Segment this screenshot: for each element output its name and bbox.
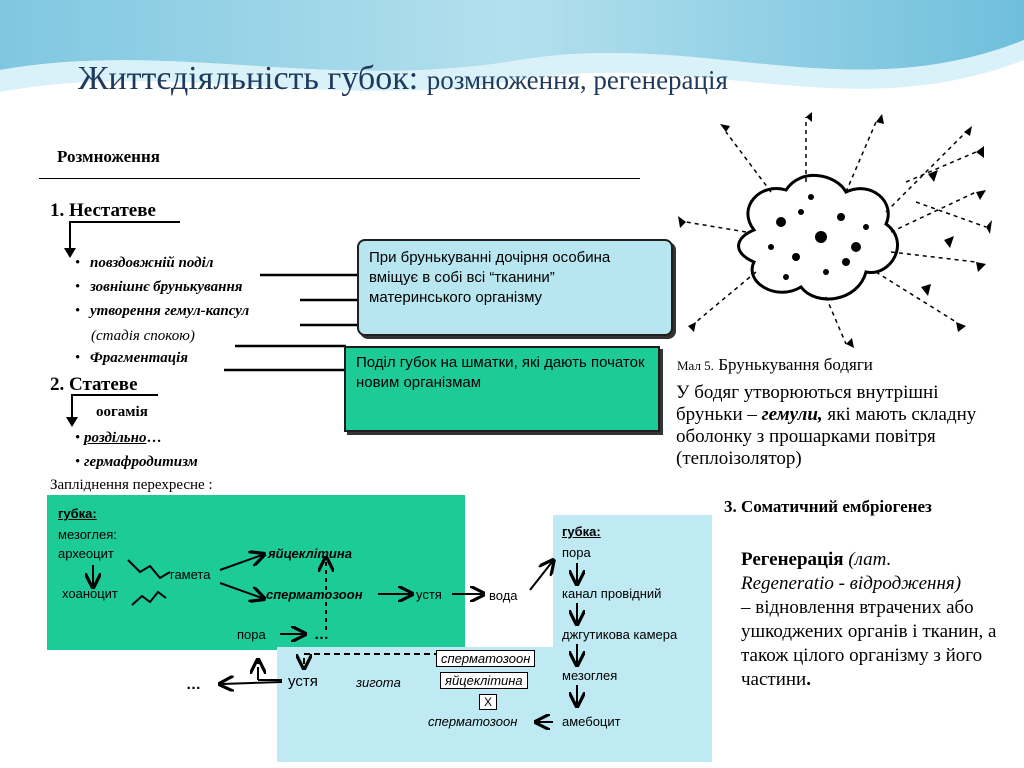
scheme-dots-2: … [186, 676, 201, 693]
scheme-egg: яйцеклітина [268, 546, 352, 561]
scheme-pore: пора [237, 627, 266, 642]
slide-title: Життєдіяльність губок: розмноження, реге… [78, 60, 728, 98]
fragmentation-callout: Поділ губок на шматки, які дають початок… [344, 346, 660, 432]
scheme-pore-2: пора [562, 545, 591, 560]
scheme-sponge-2: губка: [562, 524, 601, 539]
scheme-mouth: устя [416, 587, 442, 602]
regeneration-definition: Регенерація (лат. Regeneratio - відродже… [741, 549, 997, 690]
title-main: Життєдіяльність губок: [78, 60, 419, 97]
asexual-item-3: • утворення гемул-капсул [75, 303, 250, 319]
rest-stage-note: (стадія спокою) [91, 328, 195, 344]
sponge-budding-illustration [676, 112, 992, 348]
figure-caption-text: Брунькування бодяги [718, 355, 873, 374]
asexual-item-1: • повздовжній поділ [75, 255, 214, 271]
scheme-green-panel [47, 495, 465, 650]
scheme-sperm-3: сперматозоон [428, 714, 518, 729]
scheme-mesoglea: мезоглея: [58, 527, 117, 542]
sexual-item-2: • гермафродитизм [75, 454, 198, 470]
scheme-mouth-2: устя [288, 673, 318, 690]
sexual-item-1: • роздільно… [75, 430, 162, 446]
scheme-chamber: джгутикова камера [562, 627, 678, 642]
scheme-zygote: зиготa [356, 675, 401, 690]
budding-callout: При брунькуванні дочірня особина вміщує … [357, 239, 673, 336]
header-wave-background [0, 0, 1024, 92]
scheme-channel: канал провідний [562, 586, 662, 601]
scheme-mesoglea-2: мезоглея [562, 668, 618, 683]
scheme-cross: X [479, 694, 498, 710]
title-sub: розмноження, регенерація [426, 65, 728, 95]
scheme-gamete: гамета [170, 567, 211, 582]
gemmule-description: У бодяг утворюються внутрішні бруньки – … [676, 382, 977, 469]
scheme-dots: … [314, 626, 329, 643]
scheme-sponge-1: губка: [58, 506, 97, 521]
somatic-embryogenesis-label: 3. Соматичний ембріогенез [724, 497, 932, 516]
sexual-label: 2. Статеве [50, 374, 138, 395]
scheme-sperm: сперматозоон [266, 587, 363, 602]
scheme-archaeocyte: археоцит [58, 546, 114, 561]
scheme-choanocyte: хоаноцит [62, 586, 118, 601]
scheme-egg-2: яйцеклітина [440, 672, 528, 689]
divider-line [39, 178, 640, 179]
asexual-label: 1. Нестатеве [50, 200, 156, 221]
asexual-item-4: • Фрагментація [75, 350, 188, 366]
asexual-item-2: • зовнішнє брунькування [75, 279, 243, 295]
fertilization-label: Запліднення перехресне : [50, 477, 213, 493]
oogamy-label: оогамія [90, 404, 154, 421]
scheme-amoebocyte: амебоцит [562, 714, 621, 729]
figure-caption-number: Мал 5. [677, 358, 714, 373]
figure-caption: Мал 5. Брунькування бодяги [677, 355, 873, 375]
scheme-water: вода [485, 588, 522, 603]
reproduction-heading: Розмноження [57, 147, 160, 166]
scheme-sperm-2: сперматозоон [436, 650, 536, 667]
